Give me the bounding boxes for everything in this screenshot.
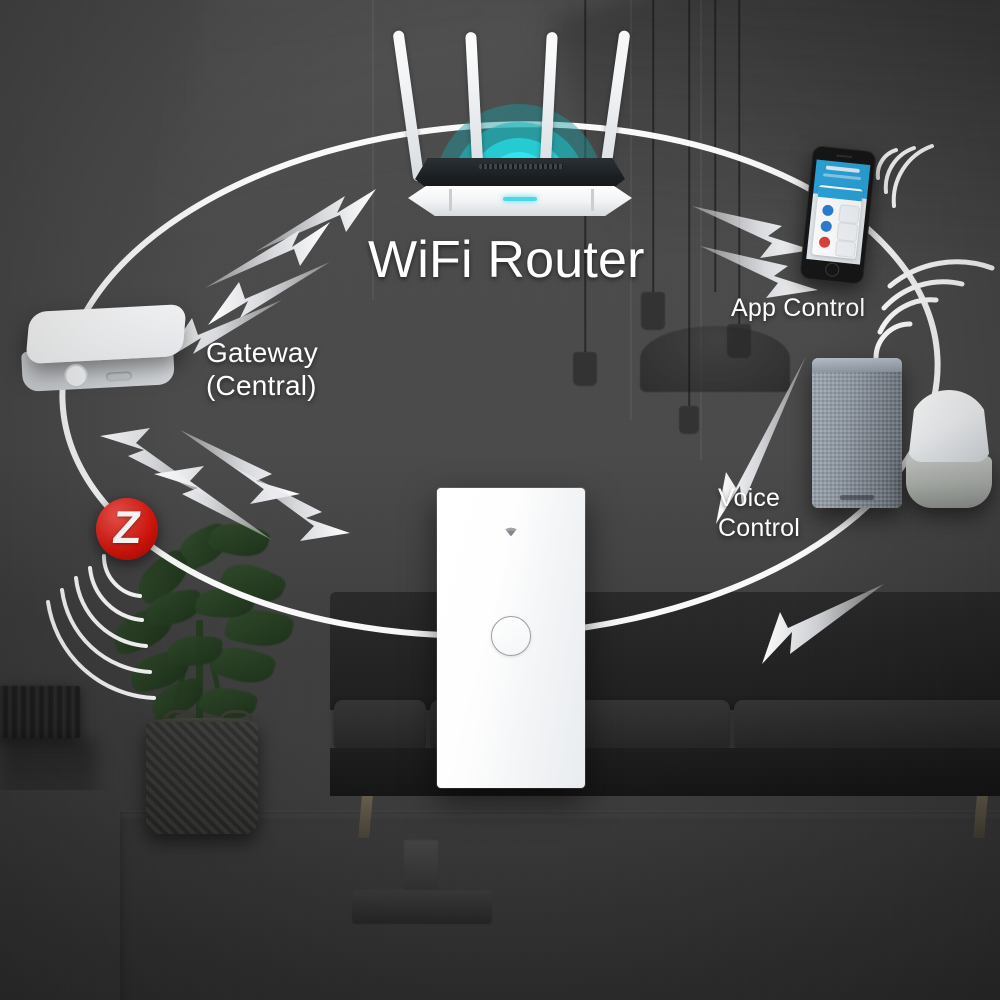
pendant-lamp-icon bbox=[726, 0, 752, 358]
wifi-icon bbox=[505, 527, 517, 537]
app-control-label: App Control bbox=[731, 294, 866, 322]
zigbee-signal-waves bbox=[46, 554, 156, 700]
router-seam bbox=[449, 189, 452, 211]
phone-signal-waves bbox=[875, 144, 934, 208]
echo-brand-logo bbox=[840, 495, 874, 500]
router-base-shell bbox=[408, 186, 632, 216]
wall-seam bbox=[372, 0, 374, 300]
app-title-bar bbox=[825, 165, 860, 174]
wall-seam bbox=[630, 0, 632, 420]
switch-touch-button[interactable] bbox=[491, 616, 531, 656]
switch-base bbox=[352, 890, 492, 924]
gateway-top-face bbox=[25, 303, 187, 365]
router-antenna bbox=[392, 29, 425, 183]
google-home-base bbox=[906, 456, 992, 508]
wall-seam bbox=[700, 0, 702, 460]
phone-earpiece bbox=[836, 154, 853, 159]
app-tile[interactable] bbox=[838, 204, 861, 225]
zigbee-badge: Z bbox=[96, 498, 158, 560]
sofa-cushion bbox=[734, 700, 1000, 752]
smart-wall-switch[interactable] bbox=[437, 488, 585, 788]
gateway-usb-port bbox=[105, 371, 133, 382]
zigbee-badge-letter: Z bbox=[110, 501, 144, 553]
arrow-gateway-to-switch bbox=[100, 428, 350, 541]
app-tile[interactable] bbox=[834, 239, 857, 258]
app-tile[interactable] bbox=[836, 222, 859, 243]
switch-stand bbox=[404, 840, 438, 896]
gateway-label: Gateway (Central) bbox=[206, 337, 318, 402]
page-title: WiFi Router bbox=[368, 231, 645, 289]
pendant-lamp-icon bbox=[640, 0, 666, 330]
arrow-gateway-to-router bbox=[162, 189, 376, 362]
wifi-router bbox=[375, 18, 665, 218]
sofa-cushion bbox=[334, 700, 426, 752]
echo-top-ring bbox=[812, 358, 902, 372]
router-vents bbox=[479, 164, 563, 169]
voice-control-label: Voice Control bbox=[718, 484, 800, 542]
amazon-echo-speaker bbox=[812, 358, 902, 508]
pendant-lamp-icon bbox=[640, 0, 790, 420]
google-home-speaker bbox=[906, 390, 992, 508]
speaker-signal-waves bbox=[873, 259, 995, 361]
router-led-indicator bbox=[503, 197, 537, 201]
rug bbox=[120, 812, 1000, 1000]
app-subtitle-bar bbox=[822, 173, 862, 181]
pendant-lamp-icon bbox=[678, 0, 700, 434]
woven-basket bbox=[146, 722, 258, 834]
arrow-to-voice-control bbox=[716, 356, 806, 524]
rug-edge bbox=[120, 812, 1000, 818]
zigbee-gateway-hub bbox=[21, 303, 190, 392]
radiator-icon bbox=[0, 686, 80, 738]
google-home-top bbox=[908, 390, 990, 462]
arrow-router-to-app bbox=[692, 206, 818, 298]
arrow-speakers-to-switch bbox=[762, 584, 884, 664]
phone-screen[interactable] bbox=[806, 159, 871, 265]
phone-home-button[interactable] bbox=[824, 262, 840, 278]
router-seam bbox=[591, 189, 594, 211]
